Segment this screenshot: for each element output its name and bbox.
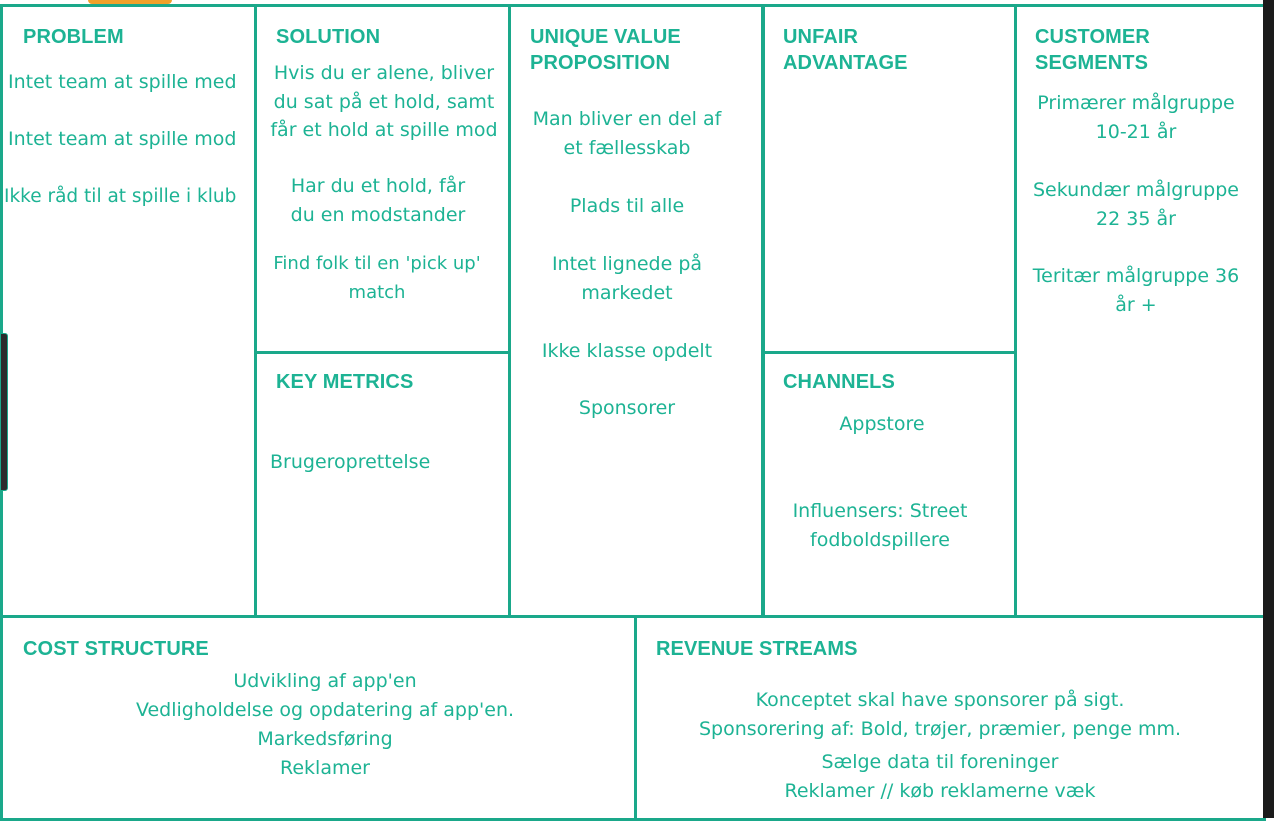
channels-title: CHANNELS <box>783 371 895 393</box>
solution-title: SOLUTION <box>276 26 381 48</box>
key-metrics-title: KEY METRICS <box>276 371 414 393</box>
solution-item-2: Har du et hold, får du en modstander <box>290 175 466 226</box>
channels-item-1: Appstore <box>839 413 925 435</box>
cost-structure-item-4: Reklamer <box>280 757 370 779</box>
uvp-item-3: Intet lignede på markedet <box>551 253 703 304</box>
problem-item-2: Intet team at spille mod <box>8 128 237 150</box>
solution-item-3: Find folk til en 'pick up' match <box>273 253 481 303</box>
cost-structure-item-1: Udvikling af app'en <box>233 670 417 692</box>
problem-item-3: Ikke råd til at spille i klub <box>4 186 237 207</box>
uvp-title: UNIQUE VALUE PROPOSITION <box>530 26 681 74</box>
channels-item-2: Influensers: Street fodboldspillere <box>792 500 968 551</box>
cost-structure-item-2: Vedligholdelse og opdatering af app'en. <box>135 699 515 721</box>
customer-segments-item-3: Teritær målgruppe 36 år + <box>1032 265 1240 316</box>
window-right-edge <box>1263 0 1274 818</box>
uvp-item-1: Man bliver en del af et fællesskab <box>532 108 722 159</box>
problem-item-1: Intet team at spille med <box>8 71 237 93</box>
key-metrics-item-1: Brugeroprettelse <box>270 451 431 473</box>
uvp-item-5: Sponsorer <box>578 397 676 419</box>
cost-structure-item-3: Markedsføring <box>257 728 393 750</box>
revenue-streams-item-4: Reklamer // køb reklamerne væk <box>784 780 1096 802</box>
cost-structure-title: COST STRUCTURE <box>23 638 209 660</box>
uvp-item-4: Ikke klasse opdelt <box>541 340 713 362</box>
uvp-item-2: Plads til alle <box>569 195 685 217</box>
customer-segments-item-1: Primærer målgruppe 10-21 år <box>1037 92 1235 143</box>
left-drag-handle[interactable] <box>0 333 8 491</box>
unfair-advantage-title: UNFAIR ADVANTAGE <box>783 26 908 74</box>
customer-segments-title: CUSTOMER SEGMENTS <box>1035 26 1150 74</box>
customer-segments-item-2: Sekundær målgruppe 22 35 år <box>1033 179 1239 230</box>
cell-unique-value-proposition <box>508 4 765 618</box>
top-tab-marker <box>88 0 172 4</box>
revenue-streams-item-2: Sponsorering af: Bold, trøjer, præmier, … <box>698 718 1182 740</box>
revenue-streams-item-1: Konceptet skal have sponsorer på sigt. <box>755 689 1125 711</box>
problem-title: PROBLEM <box>23 26 124 48</box>
solution-item-1: Hvis du er alene, bliver du sat på et ho… <box>270 62 498 141</box>
revenue-streams-title: REVENUE STREAMS <box>656 638 858 660</box>
revenue-streams-item-3: Sælge data til foreninger <box>821 751 1059 773</box>
